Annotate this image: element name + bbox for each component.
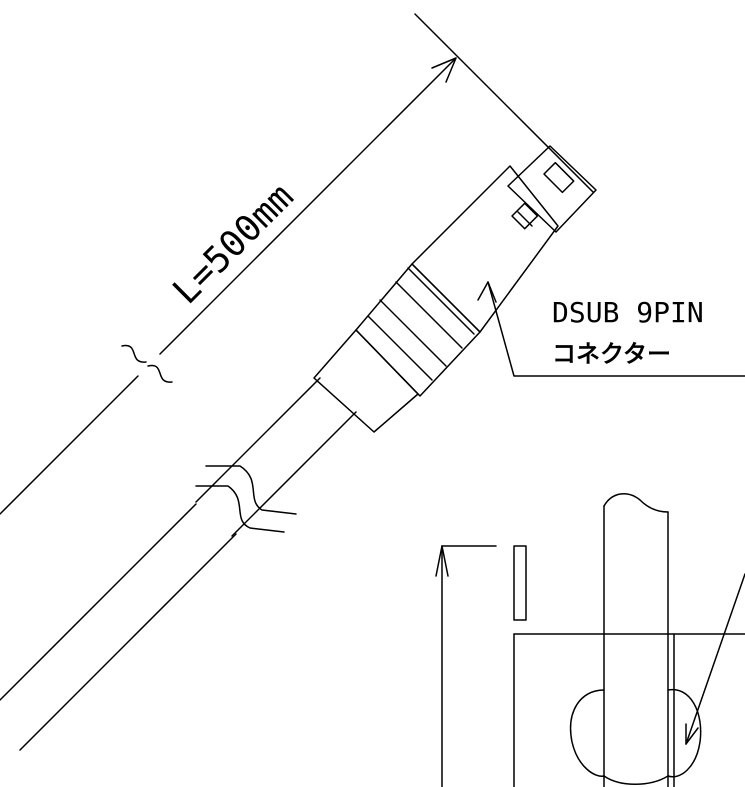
- dimension-break-mark-1: [121, 344, 147, 363]
- cable-break-mark-2: [195, 485, 285, 533]
- dimension-line-lower: [0, 375, 139, 515]
- connector-callout: DSUB 9PIN コネクター: [477, 281, 745, 377]
- detail-pipe: [603, 493, 669, 787]
- grip-body: [355, 263, 481, 397]
- connector-shell: [507, 145, 597, 233]
- cable-edge-lower: [231, 411, 357, 537]
- cable-body: [0, 377, 357, 751]
- connector-housing: [411, 165, 559, 333]
- callout-leader-line: [487, 281, 745, 377]
- dsub-connector: [411, 145, 597, 333]
- callout-label-line1: DSUB 9PIN: [552, 296, 704, 329]
- cable-edge-upper: [195, 377, 321, 503]
- dimension-label: L=500mm: [165, 176, 301, 312]
- detail-view: [435, 493, 745, 787]
- cable-edge-upper-2: [0, 503, 197, 701]
- cable-assembly: L=500mm: [0, 13, 745, 751]
- detail-ring-bottom: [603, 775, 669, 785]
- grip-rib-2: [395, 281, 463, 349]
- connector-screw-slot: [517, 211, 533, 227]
- cable-break-mark-1: [205, 465, 297, 515]
- grip-rib-1: [379, 299, 447, 367]
- pipe-break-top: [603, 493, 669, 513]
- dimension-arrowhead: [431, 57, 457, 83]
- dimension-extension-line: [414, 13, 594, 193]
- dimension-break-mark-2: [147, 364, 173, 383]
- grip-rib-3: [367, 315, 433, 381]
- strain-relief-boot: [313, 329, 419, 433]
- length-dimension: L=500mm: [0, 13, 594, 515]
- detail-leader-arrowhead: [685, 723, 699, 745]
- dimension-line-upper: [159, 57, 457, 355]
- connector-screw: [511, 202, 539, 230]
- cable-edge-lower-2: [19, 533, 237, 751]
- grip-rib-4: [407, 267, 475, 335]
- detail-leader-line: [685, 573, 745, 745]
- callout-label-line2: コネクター: [552, 340, 671, 368]
- callout-arrowhead: [477, 281, 497, 303]
- detail-dimension-arrowhead: [435, 545, 449, 577]
- connector-grip: [355, 263, 481, 397]
- detail-ring: [569, 688, 702, 778]
- connector-pin-window: [543, 161, 575, 194]
- detail-tab: [513, 545, 527, 621]
